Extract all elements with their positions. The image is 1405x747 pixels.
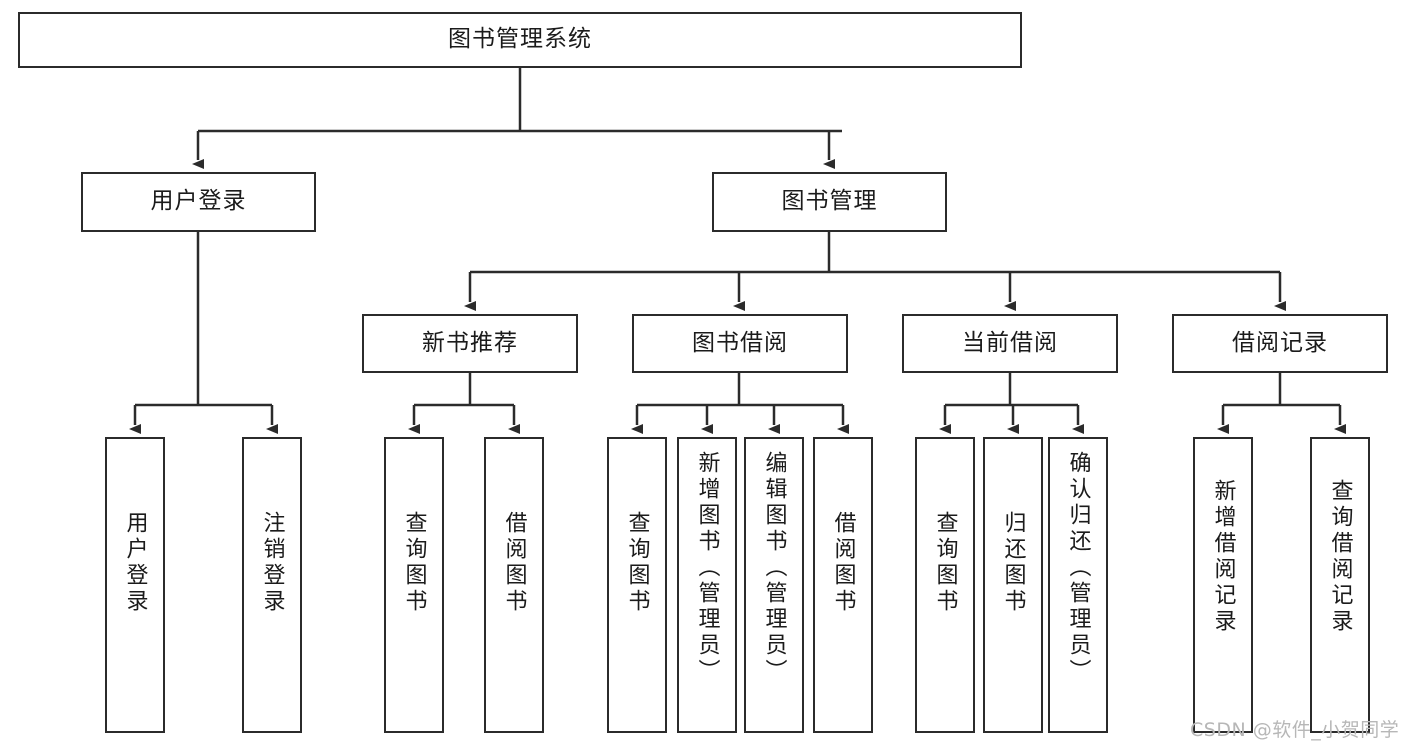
node-current-borrow[interactable]: 当前借阅 [902, 314, 1118, 373]
node-book-management[interactable]: 图书管理 [712, 172, 947, 232]
node-leaf-borrow-book-label: 借阅图书 [830, 511, 856, 615]
node-leaf-confirm-return-admin[interactable]: 确认归还（管理员） [1048, 437, 1108, 733]
node-leaf-add-borrow-record[interactable]: 新增借阅记录 [1193, 437, 1253, 733]
node-borrow-record[interactable]: 借阅记录 [1172, 314, 1388, 373]
node-user-login-label: 用户登录 [150, 188, 247, 215]
node-leaf-query-book-current[interactable]: 查询图书 [915, 437, 975, 733]
node-leaf-add-book-admin-label: 新增图书（管理员） [694, 451, 720, 685]
csdn-watermark: CSDN @软件_小贺同学 [1190, 719, 1400, 741]
node-new-book-recommend[interactable]: 新书推荐 [362, 314, 578, 373]
node-new-book-recommend-label: 新书推荐 [422, 329, 518, 356]
node-leaf-user-login[interactable]: 用户登录 [105, 437, 165, 733]
node-leaf-logout[interactable]: 注销登录 [242, 437, 302, 733]
node-leaf-borrow-book[interactable]: 借阅图书 [813, 437, 873, 733]
node-user-login[interactable]: 用户登录 [81, 172, 316, 232]
node-book-borrow-label: 图书借阅 [692, 329, 788, 356]
node-leaf-edit-book-admin[interactable]: 编辑图书（管理员） [744, 437, 804, 733]
node-leaf-logout-label: 注销登录 [259, 511, 285, 615]
node-leaf-return-book-label: 归还图书 [1000, 511, 1026, 615]
node-current-borrow-label: 当前借阅 [962, 329, 1058, 356]
node-leaf-borrow-book-recommend[interactable]: 借阅图书 [484, 437, 544, 733]
node-book-borrow[interactable]: 图书借阅 [632, 314, 848, 373]
node-leaf-edit-book-admin-label: 编辑图书（管理员） [761, 451, 787, 685]
node-leaf-query-borrow-record[interactable]: 查询借阅记录 [1310, 437, 1370, 733]
node-leaf-query-book-borrow[interactable]: 查询图书 [607, 437, 667, 733]
node-leaf-user-login-label: 用户登录 [122, 511, 148, 615]
node-leaf-borrow-book-recommend-label: 借阅图书 [501, 511, 527, 615]
node-leaf-confirm-return-admin-label: 确认归还（管理员） [1065, 451, 1091, 685]
node-root-system-label: 图书管理系统 [448, 26, 592, 53]
node-leaf-add-book-admin[interactable]: 新增图书（管理员） [677, 437, 737, 733]
node-leaf-return-book[interactable]: 归还图书 [983, 437, 1043, 733]
node-leaf-query-book-current-label: 查询图书 [932, 511, 958, 615]
node-borrow-record-label: 借阅记录 [1232, 329, 1328, 356]
node-leaf-query-book-recommend[interactable]: 查询图书 [384, 437, 444, 733]
node-root-system[interactable]: 图书管理系统 [18, 12, 1022, 68]
node-leaf-query-borrow-record-label: 查询借阅记录 [1327, 479, 1353, 635]
node-book-management-label: 图书管理 [781, 188, 878, 215]
node-leaf-add-borrow-record-label: 新增借阅记录 [1210, 479, 1236, 635]
node-leaf-query-book-recommend-label: 查询图书 [401, 511, 427, 615]
node-leaf-query-book-borrow-label: 查询图书 [624, 511, 650, 615]
